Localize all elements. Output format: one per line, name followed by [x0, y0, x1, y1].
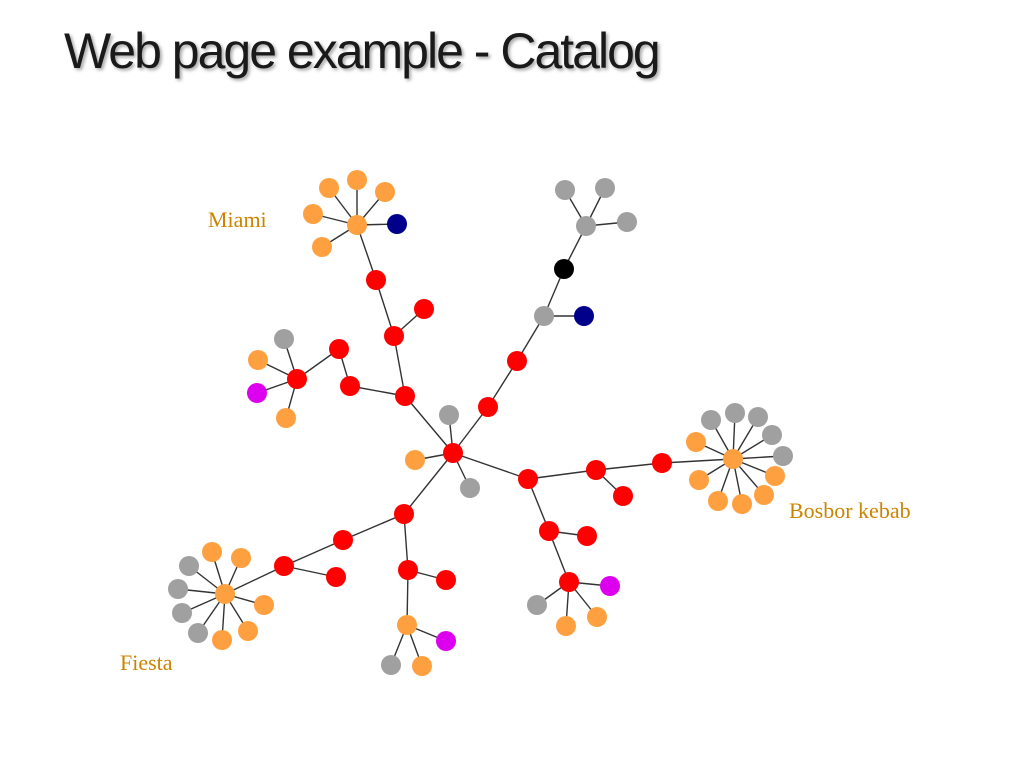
node-b14[interactable] [303, 204, 323, 224]
label-miami: Miami [208, 207, 267, 232]
edge-c-d1 [452, 452, 529, 480]
node-g6[interactable] [188, 623, 208, 643]
node-b1[interactable] [395, 386, 415, 406]
node-g5[interactable] [172, 603, 192, 623]
node-g3[interactable] [179, 556, 199, 576]
node-a9[interactable] [617, 212, 637, 232]
edge-b1-b10 [393, 335, 406, 397]
node-d2[interactable] [586, 460, 606, 480]
label-fiesta: Fiesta [120, 650, 173, 675]
node-g8[interactable] [238, 621, 258, 641]
node-b10[interactable] [384, 326, 404, 346]
edge-d2-d3 [595, 462, 663, 471]
edge-d1-d2 [527, 469, 597, 480]
node-dk10[interactable] [754, 485, 774, 505]
node-b18[interactable] [312, 237, 332, 257]
node-dk4[interactable] [762, 425, 782, 445]
node-layer [168, 170, 793, 676]
node-f2[interactable] [333, 530, 353, 550]
node-f1[interactable] [394, 504, 414, 524]
node-d4[interactable] [613, 486, 633, 506]
node-a5[interactable] [554, 259, 574, 279]
node-g7[interactable] [212, 630, 232, 650]
node-b16[interactable] [347, 170, 367, 190]
node-f4[interactable] [326, 567, 346, 587]
edge-f1-f2 [342, 513, 405, 541]
node-b4[interactable] [287, 369, 307, 389]
node-a4[interactable] [574, 306, 594, 326]
node-c2[interactable] [405, 450, 425, 470]
node-d3[interactable] [652, 453, 672, 473]
node-c[interactable] [443, 443, 463, 463]
node-c3[interactable] [460, 478, 480, 498]
node-b3[interactable] [329, 339, 349, 359]
node-b6[interactable] [274, 329, 294, 349]
node-g1[interactable] [202, 542, 222, 562]
node-a6[interactable] [576, 216, 596, 236]
label-layer: Miami Bosbor kebab Fiesta [120, 207, 911, 675]
edge-f2-f3 [283, 539, 344, 567]
node-b13[interactable] [347, 215, 367, 235]
node-g10[interactable] [215, 584, 235, 604]
node-b2[interactable] [340, 376, 360, 396]
node-dk1[interactable] [701, 410, 721, 430]
node-g4[interactable] [168, 579, 188, 599]
node-a3[interactable] [534, 306, 554, 326]
node-d5[interactable] [723, 449, 743, 469]
node-e3[interactable] [559, 572, 579, 592]
node-a7[interactable] [555, 180, 575, 200]
node-e2[interactable] [577, 526, 597, 546]
node-e6[interactable] [587, 607, 607, 627]
node-d1[interactable] [518, 469, 538, 489]
node-dk5[interactable] [773, 446, 793, 466]
node-e1[interactable] [539, 521, 559, 541]
node-b9[interactable] [276, 408, 296, 428]
node-f8[interactable] [381, 655, 401, 675]
node-b19[interactable] [387, 214, 407, 234]
node-g9[interactable] [254, 595, 274, 615]
node-f9[interactable] [412, 656, 432, 676]
node-a2[interactable] [507, 351, 527, 371]
node-c1[interactable] [439, 405, 459, 425]
edge-c-b1 [404, 395, 454, 454]
node-f5[interactable] [398, 560, 418, 580]
page-title: Web page example - Catalog [64, 23, 661, 79]
node-a1[interactable] [478, 397, 498, 417]
node-e7[interactable] [600, 576, 620, 596]
edge-f3-g0 [224, 565, 285, 595]
node-dk11[interactable] [765, 466, 785, 486]
label-bosbor-kebab: Bosbor kebab [789, 498, 911, 523]
node-dk7[interactable] [689, 470, 709, 490]
node-dk6[interactable] [686, 432, 706, 452]
node-b7[interactable] [248, 350, 268, 370]
node-dk9[interactable] [732, 494, 752, 514]
node-b8[interactable] [247, 383, 267, 403]
node-dk8[interactable] [708, 491, 728, 511]
node-e4[interactable] [527, 595, 547, 615]
edge-d3-d5 [661, 458, 734, 464]
node-e5[interactable] [556, 616, 576, 636]
node-b15[interactable] [319, 178, 339, 198]
node-f6[interactable] [436, 570, 456, 590]
node-a8[interactable] [595, 178, 615, 198]
node-g2[interactable] [231, 548, 251, 568]
node-b12[interactable] [366, 270, 386, 290]
node-f10[interactable] [436, 631, 456, 651]
node-b17[interactable] [375, 182, 395, 202]
node-f3[interactable] [274, 556, 294, 576]
node-f7[interactable] [397, 615, 417, 635]
node-dk3[interactable] [748, 407, 768, 427]
node-dk2[interactable] [725, 403, 745, 423]
node-b11[interactable] [414, 299, 434, 319]
edge-layer [177, 180, 784, 667]
edge-c-f1 [403, 452, 454, 515]
